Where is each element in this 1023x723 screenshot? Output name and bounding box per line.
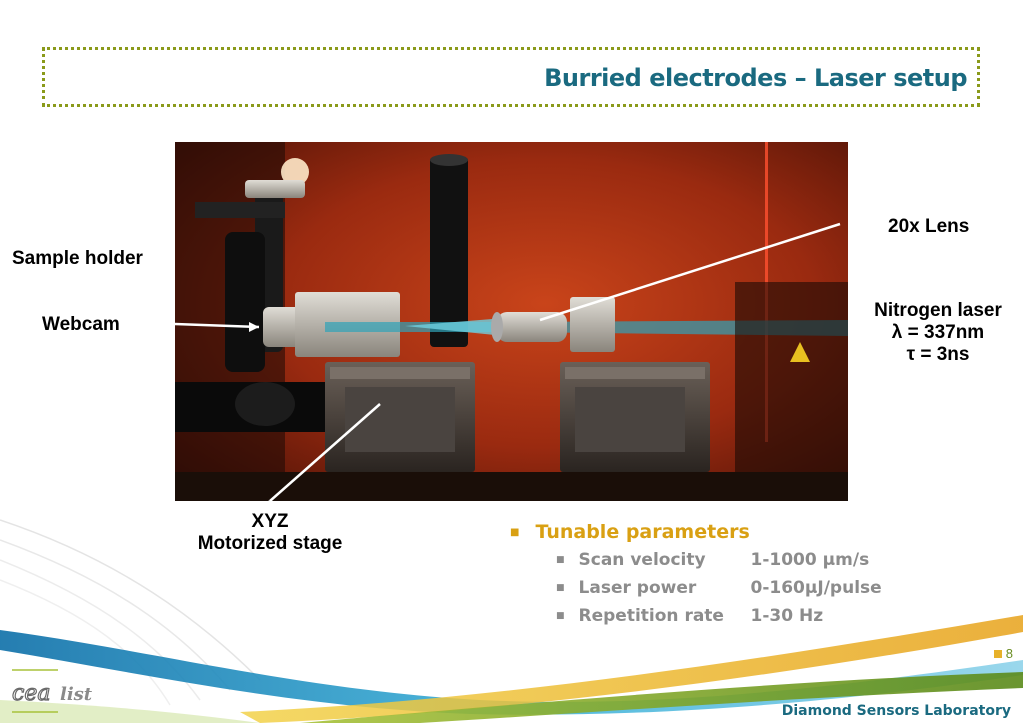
label-lens: 20x Lens [888,216,970,237]
label-xyz-stage: XYZ Motorized stage [180,511,360,555]
label-webcam: Webcam [42,314,120,335]
square-icon [993,649,1002,658]
param-value: 1-30 Hz [750,606,824,626]
laser-name: Nitrogen laser [874,300,1002,321]
bullet-icon: ■ [556,555,565,565]
param-value: 1-1000 µm/s [750,550,870,570]
svg-text:cea: cea [12,681,50,706]
laser-wavelength: λ = 337nm [891,322,985,343]
param-name: Scan velocity [578,550,706,570]
bullet-icon: ■ [510,526,520,538]
param-name: Repetition rate [578,606,724,626]
label-nitrogen-laser: Nitrogen laser λ = 337nm τ = 3ns [858,300,1018,366]
footer-lab-name: Diamond Sensors Laboratory [781,703,1011,719]
svg-text:list: list [60,684,93,705]
laser-setup-photo [175,142,848,501]
tunable-parameters: ■ Tunable parameters ■ Scan velocity 1-1… [510,521,882,627]
param-name: Laser power [578,578,697,598]
page-number-text: 8 [1005,646,1013,661]
param-value: 0-160µJ/pulse [750,578,882,598]
laser-pulse: τ = 3ns [906,344,970,365]
bullet-icon: ■ [556,611,565,621]
page-number: 8 [993,646,1013,661]
param-row: ■ Laser power 0-160µJ/pulse [556,577,882,599]
tunable-heading-row: ■ Tunable parameters [510,521,882,543]
param-row: ■ Repetition rate 1-30 Hz [556,605,882,627]
stage-line2: Motorized stage [197,533,343,554]
label-sample-holder: Sample holder [12,248,143,269]
tunable-heading: Tunable parameters [535,521,750,543]
title-frame: Burried electrodes – Laser setup [42,47,980,107]
cea-list-logo: cea list [12,680,93,706]
param-row: ■ Scan velocity 1-1000 µm/s [556,549,882,571]
stage-line1: XYZ [251,511,289,532]
slide-title: Burried electrodes – Laser setup [544,64,967,92]
bullet-icon: ■ [556,583,565,593]
